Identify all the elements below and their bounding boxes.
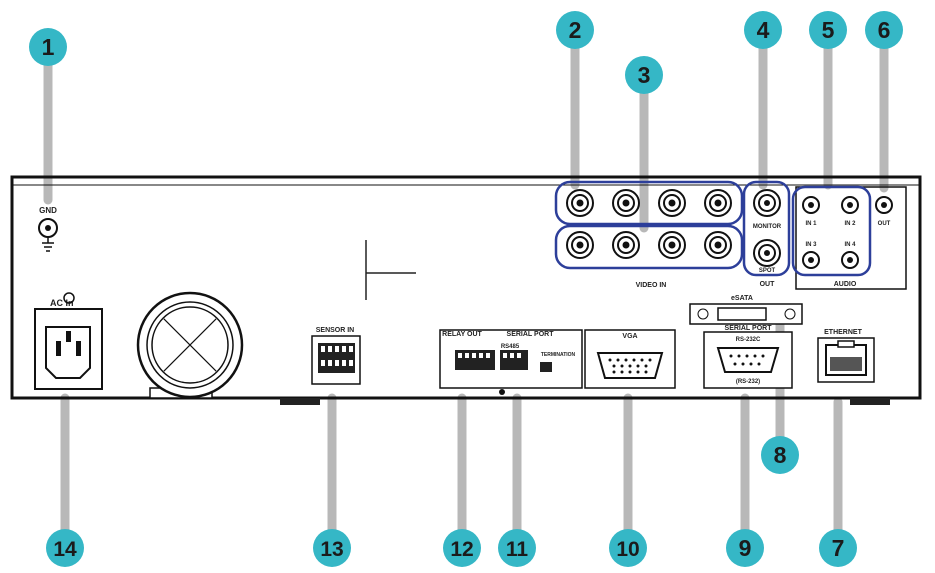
audio-in3-label: IN 3 [805, 242, 817, 248]
callout-number-13: 13 [320, 538, 343, 561]
callout-number-3: 3 [638, 62, 651, 88]
vga-label: VGA [622, 333, 637, 340]
esata-slot [717, 307, 767, 321]
callout-marker-9 [726, 529, 764, 567]
callout-number-4: 4 [757, 17, 770, 43]
fan-guard-spokes [163, 318, 217, 372]
ac-power-inlet: AC In [34, 292, 103, 390]
gnd-label: GND [39, 206, 57, 215]
fan-guard-ring-2 [151, 306, 229, 384]
rs232-pins [729, 354, 765, 366]
callout-marker-11 [498, 529, 536, 567]
leader-lines [43, 25, 889, 553]
bnc-row-2 [566, 231, 732, 259]
callout-number-7: 7 [832, 535, 845, 561]
relay-serial-block: RELAY OUT SERIAL PORT RS485 TERMINATION [439, 329, 583, 395]
termination-switch [540, 362, 552, 372]
relay-screw [499, 389, 505, 395]
callout-number-10: 10 [616, 538, 639, 561]
spot-label: SPOT [759, 268, 776, 274]
monitor-out-bncs: MONITOR SPOT OUT [753, 189, 782, 288]
highlight-video-in-row1 [554, 180, 744, 226]
highlight-video-in-row2 [554, 224, 744, 270]
callout-marker-14 [46, 529, 84, 567]
power-switch-icon [63, 292, 75, 304]
ethernet-label: ETHERNET [824, 329, 862, 336]
cooling-fan [136, 291, 244, 399]
esata-label: eSATA [731, 295, 753, 302]
callout-marker-13 [313, 529, 351, 567]
callout-marker-2 [556, 11, 594, 49]
vga-port: VGA [584, 329, 676, 389]
highlight-outlines [554, 180, 872, 277]
callout-marker-5 [809, 11, 847, 49]
ac-pin-right [76, 341, 81, 356]
rs232-label: RS-232C [736, 337, 761, 343]
callout-number-12: 12 [450, 538, 473, 561]
ethernet-port: ETHERNET [817, 329, 875, 383]
bnc-row-1 [566, 189, 732, 217]
callout-marker-1 [29, 28, 67, 66]
monitor-label: MONITOR [753, 224, 782, 230]
highlight-monitor-spot [742, 180, 791, 277]
rs232-title: SERIAL PORT [725, 325, 773, 332]
gnd-screw-center [45, 225, 51, 231]
rs485-label: RS485 [501, 344, 520, 350]
callout-number-8: 8 [774, 442, 787, 468]
callout-marker-12 [443, 529, 481, 567]
callout-marker-3 [625, 56, 663, 94]
audio-out-label: OUT [878, 221, 891, 227]
sensor-in-label: SENSOR IN [316, 327, 355, 334]
audio-rca: IN 1 IN 2 IN 3 IN 4 AUDIO OUT [795, 186, 907, 290]
highlight-audio-in [791, 185, 872, 277]
rs232-sub-label: (RS-232) [736, 379, 760, 385]
ac-pin-left [56, 341, 61, 356]
callout-number-5: 5 [822, 17, 835, 43]
rs232-connector [716, 347, 780, 373]
callout-number-2: 2 [569, 17, 582, 43]
fan-guard-ring [146, 301, 234, 389]
audio-in1-label: IN 1 [805, 221, 817, 227]
callout-marker-4 [744, 11, 782, 49]
esata-port: eSATA [689, 295, 803, 325]
audio-in4-label: IN 4 [844, 242, 856, 248]
callout-number-6: 6 [878, 17, 891, 43]
video-in-bncs: VIDEO IN [566, 189, 732, 289]
callout-marker-8 [761, 436, 799, 474]
foot-right [850, 398, 890, 405]
sensor-in-terminal: SENSOR IN [311, 327, 361, 385]
gnd-terminal: GND [38, 206, 58, 252]
esata-screw-left [697, 308, 709, 320]
out-label: OUT [760, 281, 776, 288]
esata-screw-right [784, 308, 796, 320]
relay-pins [458, 353, 521, 358]
audio-label: AUDIO [834, 281, 857, 288]
termination-label: TERMINATION [541, 352, 576, 358]
audio-in2-label: IN 2 [844, 221, 856, 227]
callout-marker-10 [609, 529, 647, 567]
callout-number-11: 11 [506, 538, 529, 561]
video-in-label: VIDEO IN [636, 282, 667, 289]
callout-number-14: 14 [53, 538, 77, 561]
ac-pin-ground [66, 331, 71, 342]
ac-inlet-socket [45, 326, 91, 379]
vga-pins [608, 358, 652, 374]
rs232-port: SERIAL PORT RS-232C (RS-232) [703, 325, 793, 389]
ethernet-contacts [830, 357, 862, 371]
sensor-in-pins [321, 346, 353, 366]
callout-number-9: 9 [739, 535, 752, 561]
ac-in-label: AC In [50, 298, 74, 308]
ethernet-latch [837, 340, 855, 348]
foot-left [280, 398, 320, 405]
relay-out-label: RELAY OUT [442, 331, 482, 338]
callout-marker-6 [865, 11, 903, 49]
callout-marker-7 [819, 529, 857, 567]
serial-port-label: SERIAL PORT [507, 331, 555, 338]
callout-number-1: 1 [42, 34, 55, 60]
